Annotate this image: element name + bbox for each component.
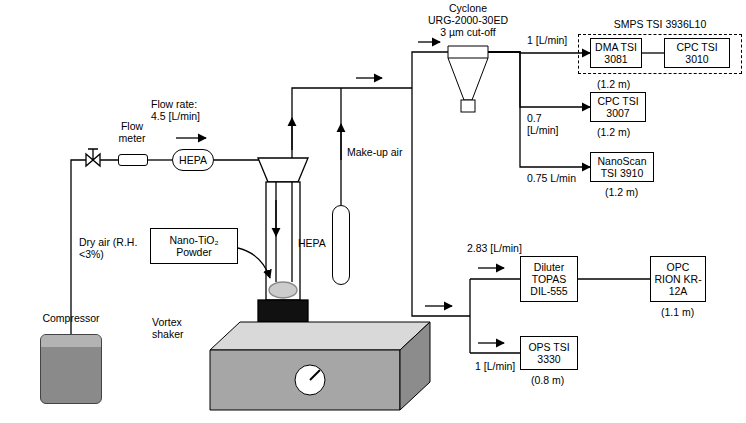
flow-arrow — [291, 118, 292, 150]
annotation-text: (1.2 m) — [596, 126, 631, 138]
powder-feed-arrow — [238, 248, 270, 278]
flow-meter-body — [118, 154, 148, 166]
instrument-box: OPS TSI 3330 — [520, 336, 578, 370]
annotation-text: 2.83 [L/min] — [466, 242, 523, 254]
box-label: Diluter TOPAS DIL-555 — [523, 261, 575, 297]
pipe-connector — [488, 52, 590, 167]
annotation-text: (1.2 m) — [596, 78, 631, 90]
shaker-top — [210, 322, 430, 350]
makeup-filter-body — [332, 205, 350, 285]
shaker-tube — [266, 182, 300, 300]
annotation-text: Flow rate: 4.5 [L/min] — [150, 98, 214, 122]
annotation-label: 2.83 [L/min] — [466, 242, 523, 254]
makeup-pipe — [340, 88, 341, 205]
annotation-label: Dry air (R.H. <3%) — [78, 236, 140, 260]
shaker-drawing — [150, 310, 440, 418]
flow-meter: Flow meter — [104, 120, 160, 168]
annotation-label: 1 [L/min] — [474, 360, 516, 372]
pipe-connector — [488, 52, 590, 107]
instrument-box: NanoScan TSI 3910 — [590, 152, 654, 182]
cyclone-title: Cyclone — [425, 2, 511, 14]
vortex-shaker: Vortex shaker — [150, 310, 440, 418]
dial-pointer — [310, 370, 320, 380]
outlet-pipe — [292, 88, 412, 282]
powder — [269, 282, 297, 298]
pipe-connector — [642, 52, 664, 53]
instrument-box: OPC RION KR-12A — [650, 256, 706, 302]
shaker-dial — [295, 365, 325, 395]
annotation-text: Make-up air — [346, 146, 410, 158]
box-label: DMA TSI 3081 — [593, 41, 639, 65]
flow-arrow — [418, 41, 440, 42]
box-label: CPC TSI 3010 — [667, 41, 727, 65]
box-label: Nano-TiO₂ Powder — [153, 234, 235, 258]
filter-label: HEPA — [298, 237, 330, 249]
flow-rate-label: 0.7 [L/min] — [526, 112, 566, 136]
flow-rate-text: 0.75 L/min — [526, 172, 577, 184]
instrument-box: CPC TSI 3010 — [664, 38, 730, 68]
filter-label: HEPA — [179, 154, 207, 166]
annotation-label: (1.2 m) — [596, 126, 631, 138]
pipe-connector — [578, 278, 650, 279]
compressor-label: Compressor — [36, 312, 106, 324]
instrument-box: CPC TSI 3007 — [590, 92, 646, 122]
flow-arrow — [340, 124, 341, 160]
cyclone: CycloneURG-2000-30ED 3 µm cut-off — [422, 2, 514, 116]
annotation-text: (1.2 m) — [604, 186, 639, 198]
annotation-label: (1.1 m) — [660, 306, 695, 318]
flow-rate-text: 0.7 [L/min] — [526, 112, 566, 136]
flow-arrow — [275, 200, 276, 236]
flow-meter-label: Flow meter — [110, 120, 154, 144]
pipe-connector — [148, 159, 172, 160]
shaker-front — [210, 350, 400, 410]
cyclone-cup — [461, 100, 475, 112]
shaker-label: Vortex shaker — [152, 316, 206, 340]
flow-arrow — [478, 267, 504, 268]
powder-box: Nano-TiO₂ Powder — [150, 228, 238, 264]
annotation-label: Make-up air — [346, 146, 410, 158]
flow-rate-label: 1 [L/min] — [526, 34, 568, 46]
annotation-label: (1.2 m) — [596, 78, 631, 90]
smps-group: SMPS TSI 3936L10DMA TSI 3081 CPC TSI 3010 — [578, 18, 742, 74]
annotation-text: Dry air (R.H. <3%) — [78, 236, 140, 260]
flow-rate-label: 0.75 L/min — [526, 172, 577, 184]
funnel — [258, 158, 308, 182]
pipe-lines — [214, 52, 520, 353]
flow-arrow — [425, 305, 452, 306]
annotation-text: (1.1 m) — [660, 306, 695, 318]
cyclone-body — [448, 46, 488, 100]
group-title: SMPS TSI 3936L10 — [578, 18, 742, 30]
valve-symbol — [86, 149, 100, 166]
box-label: NanoScan TSI 3910 — [593, 155, 651, 179]
box-label: OPC RION KR-12A — [653, 261, 703, 297]
box-label: CPC TSI 3007 — [593, 95, 643, 119]
shaker-side — [400, 322, 430, 410]
box-label: OPS TSI 3330 — [523, 341, 575, 365]
hepa-filter: HEPA — [172, 149, 214, 171]
instrument-box: DMA TSI 3081 — [590, 38, 642, 68]
compressor: Compressor — [36, 312, 106, 406]
flow-arrows — [176, 42, 504, 343]
instrument-box: Diluter TOPAS DIL-555 — [520, 256, 578, 302]
tube-cup — [258, 300, 308, 322]
annotation-label: Flow rate: 4.5 [L/min] — [150, 98, 214, 122]
cyclone-spec: URG-2000-30ED 3 µm cut-off — [425, 14, 511, 38]
flow-arrow — [176, 137, 206, 138]
annotation-text: (0.8 m) — [530, 374, 565, 386]
annotation-text: 1 [L/min] — [474, 360, 516, 372]
compressor-top — [41, 335, 101, 347]
inlet-inner-line — [276, 182, 292, 282]
flow-rate-text: 1 [L/min] — [526, 34, 568, 46]
flow-arrow — [356, 77, 382, 78]
annotation-label: (1.2 m) — [604, 186, 639, 198]
compressor-body — [40, 334, 102, 404]
annotation-label: (0.8 m) — [530, 374, 565, 386]
flow-arrow — [478, 342, 504, 343]
makeup-hepa-filter: HEPA — [298, 205, 352, 285]
cyclone-inlet-anchor — [448, 46, 488, 58]
